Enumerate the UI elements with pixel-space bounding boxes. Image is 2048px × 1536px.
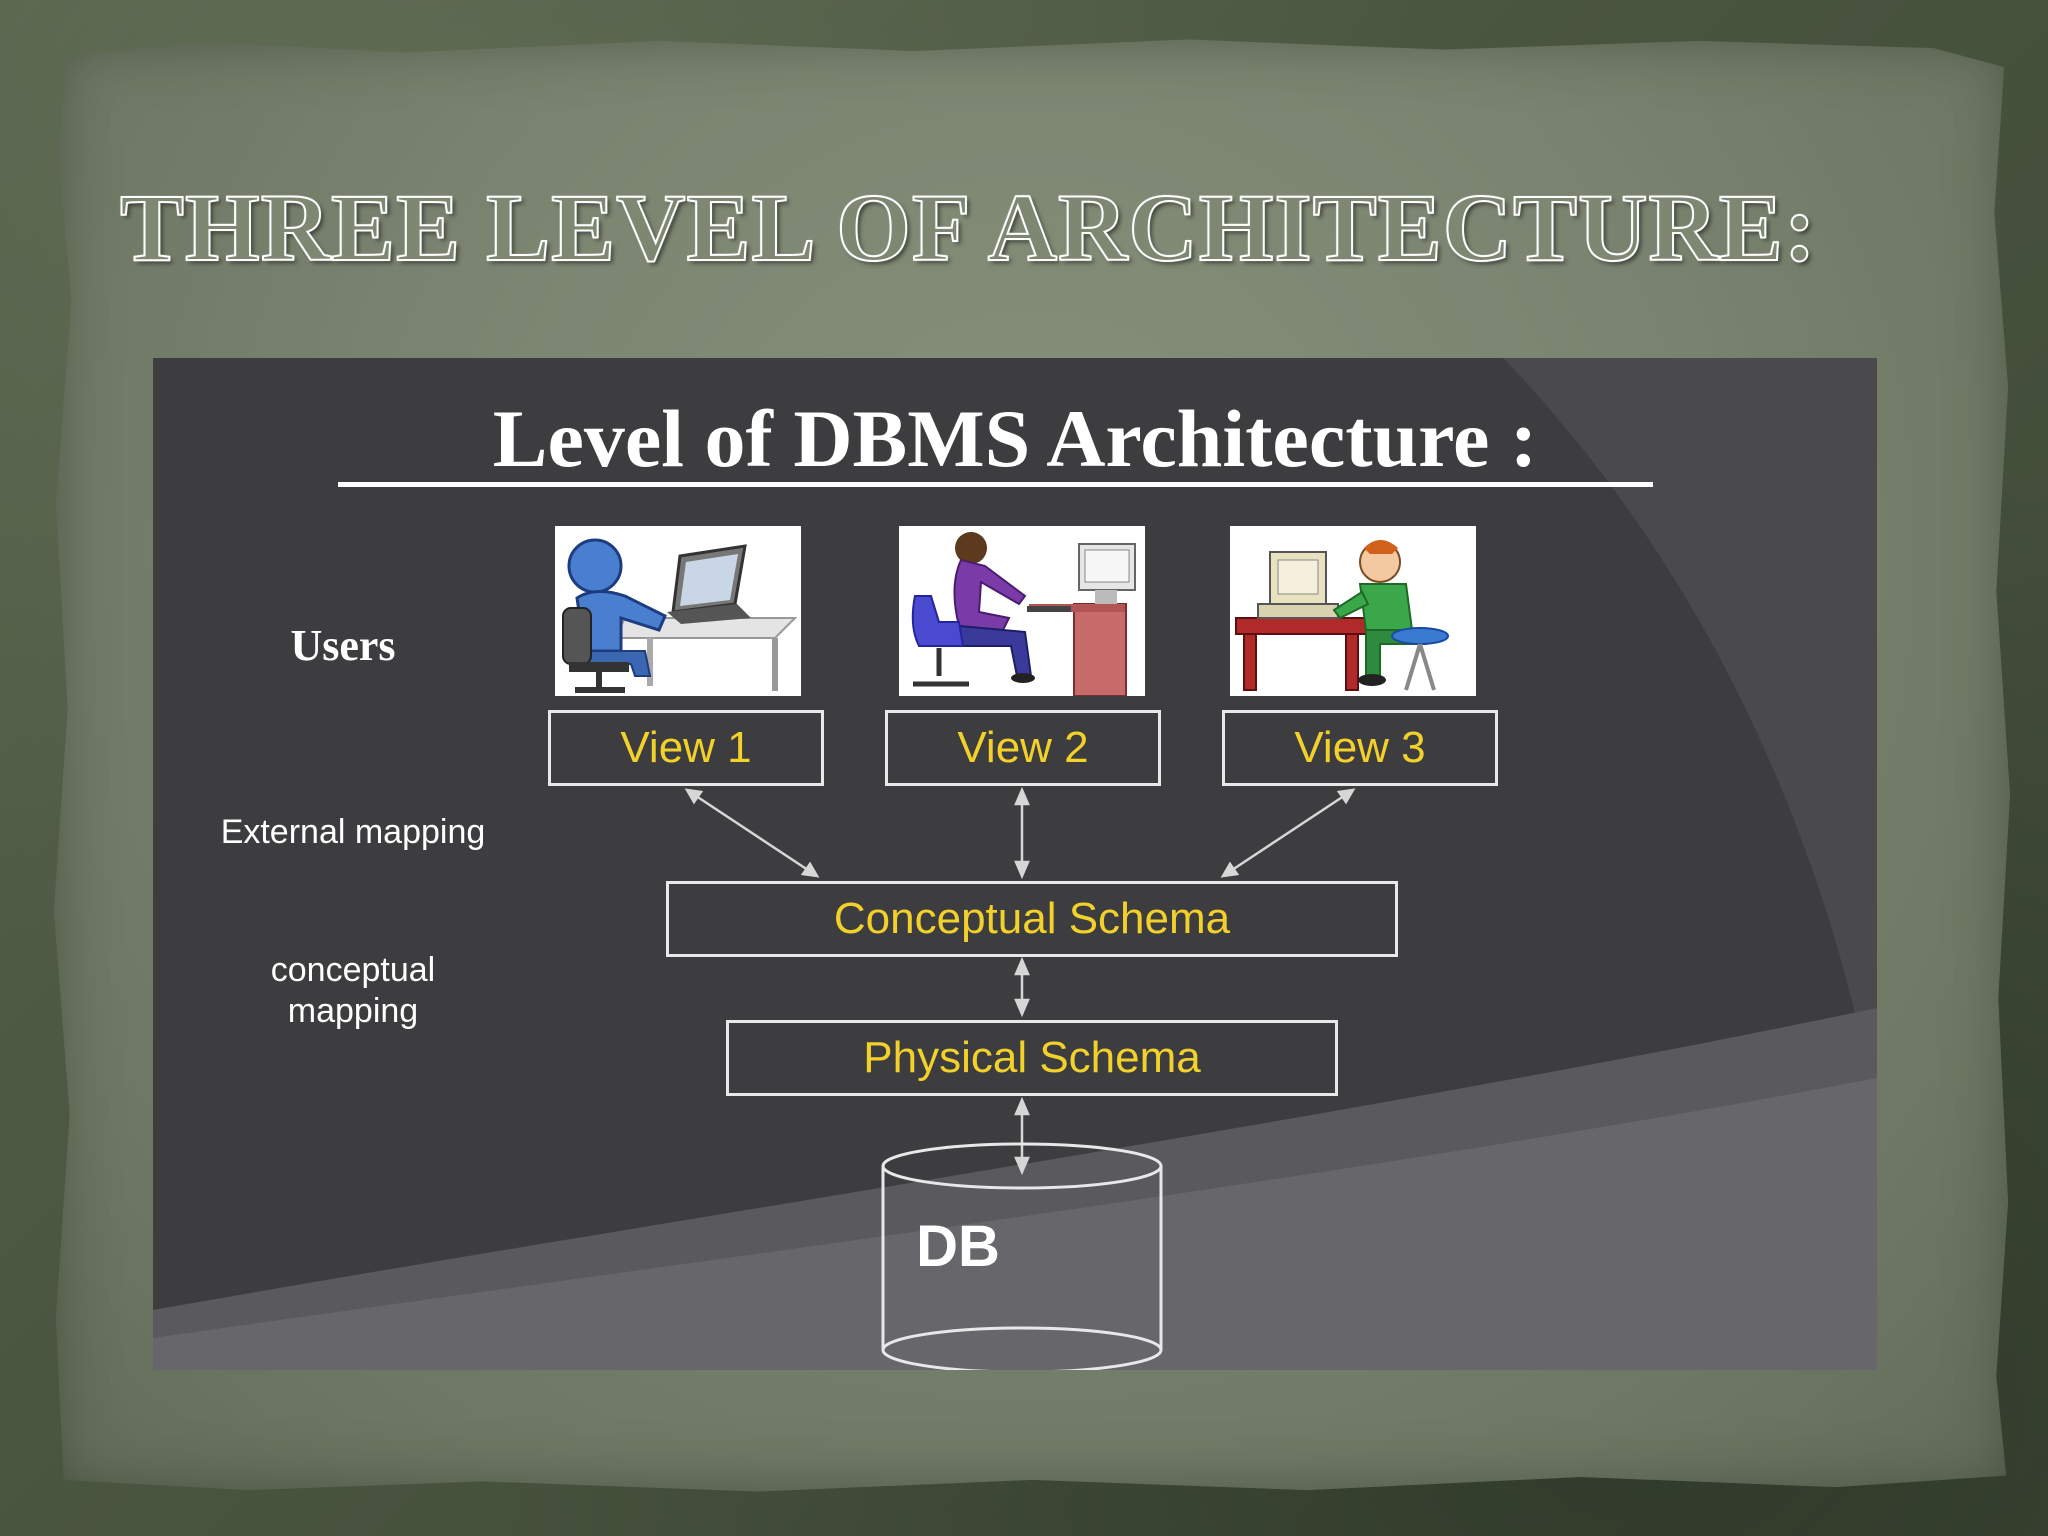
heading-underline — [338, 482, 1653, 487]
arrow-view3-conceptual — [1222, 788, 1354, 878]
arrowhead — [1014, 1096, 1030, 1116]
arrowhead — [800, 861, 820, 878]
man-at-desk-computer-icon — [1230, 526, 1476, 696]
mapping-arrows — [684, 786, 1356, 1176]
users-label: Users — [290, 621, 396, 670]
arrowhead — [1014, 956, 1030, 976]
arrowhead — [1014, 860, 1030, 880]
backdrop-curve-bottom-light — [153, 1078, 1877, 1370]
arrowhead — [1014, 786, 1030, 806]
conceptual-schema-box: Conceptual Schema — [666, 881, 1398, 957]
cylinder-sides — [881, 1166, 1163, 1350]
arrowhead — [1220, 861, 1240, 878]
view-3-box: View 3 — [1222, 710, 1498, 786]
arrow-view1-conceptual — [686, 788, 818, 878]
diagram-heading: Level of DBMS Architecture : — [492, 393, 1538, 484]
view-2-box: View 2 — [885, 710, 1161, 786]
cylinder-bottom — [881, 1326, 1163, 1370]
woman-at-computer-icon — [899, 526, 1145, 696]
physical-schema-box: Physical Schema — [726, 1020, 1338, 1096]
database-cylinder — [881, 1142, 1163, 1370]
database-label: DB — [916, 1214, 1000, 1279]
architecture-diagram: Level of DBMS Architecture : Users Exter… — [153, 358, 1877, 1370]
diagram-backdrop — [153, 358, 1877, 1370]
slide-title: THREE LEVEL OF ARCHITECTURE: — [119, 174, 1817, 281]
backdrop-curve-right — [1503, 358, 1877, 1118]
arrowhead — [1014, 998, 1030, 1018]
view-1-box: View 1 — [548, 710, 824, 786]
arrowhead — [1336, 788, 1356, 805]
cylinder-top — [881, 1142, 1163, 1190]
external-mapping-label: External mapping — [220, 813, 486, 851]
arrowhead — [1014, 1156, 1030, 1176]
blue-figure-at-laptop-icon — [555, 526, 801, 696]
conceptual-mapping-label: conceptual mapping — [270, 951, 436, 1030]
arrowhead — [684, 788, 704, 805]
